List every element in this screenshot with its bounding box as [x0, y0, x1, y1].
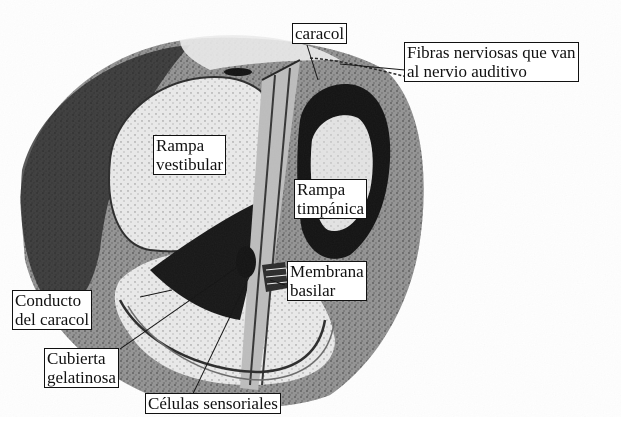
label-celulas-sensoriales: Células sensoriales: [145, 393, 281, 414]
label-caracol: caracol: [292, 23, 347, 44]
label-membrana-basilar: Membrana basilar: [287, 261, 367, 301]
label-rampa-timpanica: Rampa timpánica: [294, 179, 367, 219]
label-cubierta-gelatinosa: Cubierta gelatinosa: [44, 348, 119, 388]
label-conducto-del-caracol: Conducto del caracol: [12, 290, 92, 330]
label-fibras-nerviosas: Fibras nerviosas que van al nervio audit…: [404, 42, 579, 82]
label-rampa-vestibular: Rampa vestibular: [153, 135, 226, 175]
